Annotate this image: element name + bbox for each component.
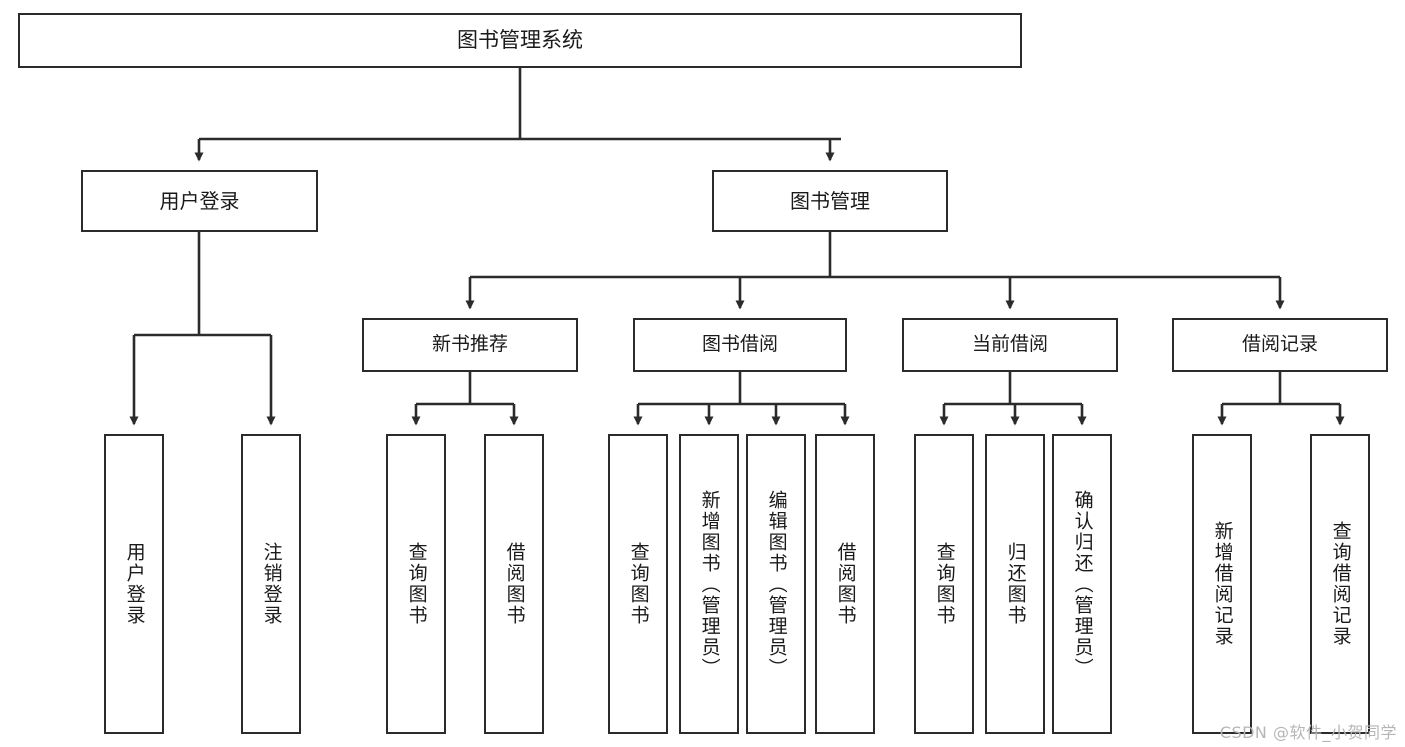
node-book-management[interactable]: 图书管理 — [712, 170, 948, 232]
node-leaf-borrow-book-2[interactable]: 借阅图书 — [815, 434, 875, 734]
node-leaf-user-logout-label: 注销登录 — [260, 542, 283, 626]
node-user-login-label: 用户登录 — [159, 188, 240, 213]
node-leaf-borrow-book-1-label: 借阅图书 — [503, 542, 526, 626]
node-borrow-record[interactable]: 借阅记录 — [1172, 318, 1388, 372]
node-current-borrow-label: 当前借阅 — [971, 333, 1048, 356]
node-borrow-record-label: 借阅记录 — [1241, 333, 1318, 356]
node-leaf-user-login-label: 用户登录 — [123, 542, 146, 626]
node-leaf-edit-book-label: 编辑图书（管理员） — [765, 489, 788, 679]
edge-book-borrow-to-leaves — [633, 372, 850, 426]
node-leaf-query-book-3[interactable]: 查询图书 — [914, 434, 974, 734]
node-book-management-label: 图书管理 — [790, 188, 870, 213]
node-leaf-edit-book[interactable]: 编辑图书（管理员） — [746, 434, 806, 734]
node-leaf-user-logout[interactable]: 注销登录 — [241, 434, 301, 734]
edge-new-book-rec-to-leaves — [411, 372, 519, 426]
node-book-borrow[interactable]: 图书借阅 — [633, 318, 847, 372]
node-leaf-query-book-1[interactable]: 查询图书 — [386, 434, 446, 734]
edge-current-borrow-to-leaves — [939, 372, 1087, 426]
node-user-login[interactable]: 用户登录 — [81, 170, 318, 232]
node-leaf-confirm-return-label: 确认归还（管理员） — [1071, 489, 1094, 679]
node-leaf-query-borrow-record-label: 查询借阅记录 — [1329, 521, 1352, 647]
node-book-borrow-label: 图书借阅 — [701, 333, 778, 356]
node-leaf-return-book[interactable]: 归还图书 — [985, 434, 1045, 734]
node-current-borrow[interactable]: 当前借阅 — [902, 318, 1118, 372]
node-leaf-return-book-label: 归还图书 — [1004, 542, 1027, 626]
edge-borrow-record-to-leaves — [1217, 372, 1345, 426]
csdn-watermark: CSDN @软件_小贺同学 — [1219, 723, 1397, 742]
node-leaf-borrow-book-2-label: 借阅图书 — [834, 542, 857, 626]
edge-book-mgmt-to-level2 — [465, 232, 1285, 310]
node-leaf-query-borrow-record[interactable]: 查询借阅记录 — [1310, 434, 1370, 734]
node-leaf-borrow-book-1[interactable]: 借阅图书 — [484, 434, 544, 734]
node-leaf-add-book[interactable]: 新增图书（管理员） — [679, 434, 739, 734]
node-root[interactable]: 图书管理系统 — [18, 13, 1022, 68]
node-leaf-add-book-label: 新增图书（管理员） — [698, 489, 721, 679]
edge-user-login-to-leaves — [129, 232, 276, 426]
node-new-book-recommend-label: 新书推荐 — [431, 333, 508, 356]
node-leaf-query-book-3-label: 查询图书 — [933, 542, 956, 626]
edge-root-to-level1 — [194, 68, 841, 162]
node-leaf-query-book-2-label: 查询图书 — [627, 542, 650, 626]
node-leaf-user-login[interactable]: 用户登录 — [104, 434, 164, 734]
node-leaf-confirm-return[interactable]: 确认归还（管理员） — [1052, 434, 1112, 734]
node-leaf-add-borrow-record[interactable]: 新增借阅记录 — [1192, 434, 1252, 734]
node-new-book-recommend[interactable]: 新书推荐 — [362, 318, 578, 372]
node-leaf-query-book-1-label: 查询图书 — [405, 542, 428, 626]
node-leaf-add-borrow-record-label: 新增借阅记录 — [1211, 521, 1234, 647]
node-leaf-query-book-2[interactable]: 查询图书 — [608, 434, 668, 734]
node-root-label: 图书管理系统 — [457, 27, 583, 52]
